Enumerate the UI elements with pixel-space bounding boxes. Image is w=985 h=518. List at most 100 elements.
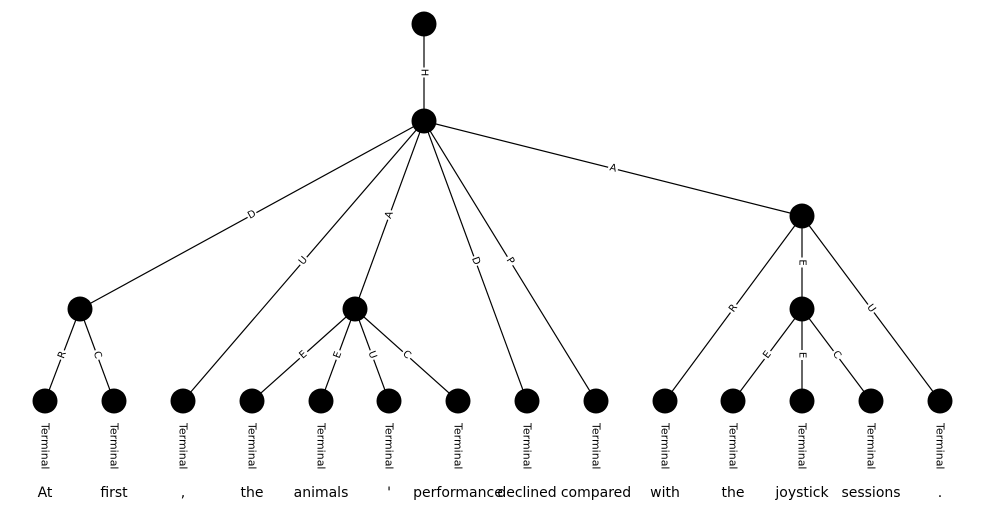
nodes-layer: [32, 11, 953, 414]
edge-label: C: [91, 350, 104, 360]
terminal-node: [583, 388, 609, 414]
terminal-type-label: Terminal: [246, 422, 259, 470]
edge-label-background: [796, 350, 808, 360]
edge-label-background: [89, 348, 105, 362]
edge-label-background: [418, 67, 430, 78]
terminal-word: sessions: [841, 485, 900, 501]
edge-label: C: [830, 349, 843, 361]
edge-label: E: [761, 349, 774, 361]
edge-label-group: D: [468, 254, 483, 268]
terminal-node: [514, 388, 540, 414]
edge-label-group: D: [244, 207, 260, 223]
terminal-word: performance: [413, 485, 503, 501]
terminal-node: [101, 388, 127, 414]
edge-label-group: E: [759, 347, 776, 363]
terminal-node: [927, 388, 953, 414]
edge-label-background: [725, 300, 742, 317]
edge-label: A: [383, 210, 396, 220]
edge-label-group: E: [796, 257, 808, 268]
edge-label: R: [727, 302, 740, 314]
terminal-node: [32, 388, 58, 414]
terminal-word: first: [100, 485, 128, 501]
terminal-type-label: Terminal: [383, 422, 396, 470]
terminal-node: [858, 388, 884, 414]
edge-label-group: C: [828, 347, 845, 363]
tree-node-n5: [789, 296, 815, 322]
terminal-type-label: Terminal: [39, 422, 52, 470]
edge-label-group: R: [55, 348, 70, 362]
edge-label-background: [244, 207, 260, 223]
terminal-type-label: Terminal: [315, 422, 328, 470]
terminal-type-label: Terminal: [659, 422, 672, 470]
terminal-word: ': [387, 485, 391, 501]
edge-label: U: [366, 350, 379, 361]
terminal-node: [720, 388, 746, 414]
edge-label-group: H: [418, 67, 430, 78]
edge-label-group: C: [89, 348, 105, 362]
edge-label-background: [796, 257, 808, 268]
terminal-word: with: [650, 485, 680, 501]
edge-label-group: P: [502, 253, 518, 269]
edge-label-background: [759, 347, 776, 363]
edge-label-group: R: [725, 300, 742, 317]
edge-label-group: E: [295, 347, 312, 363]
terminal-type-label: Terminal: [521, 422, 534, 470]
terminal-type-label: Terminal: [934, 422, 947, 470]
terminal-type-label: Terminal: [727, 422, 740, 470]
terminal-type-label: Terminal: [865, 422, 878, 470]
edge-label-background: [295, 253, 312, 269]
terminal-type-label: Terminal: [452, 422, 465, 470]
edge-label-group: E: [330, 348, 346, 362]
terminal-word: joystick: [774, 485, 829, 501]
edge-label: E: [332, 350, 345, 360]
edge-label-background: [364, 348, 380, 362]
edge-label-group: A: [606, 161, 620, 176]
edge-label: P: [504, 256, 517, 267]
terminal-word: declined: [497, 485, 556, 501]
terminal-word: the: [722, 485, 745, 501]
edge-label-group: E: [796, 350, 808, 360]
terminal-node: [789, 388, 815, 414]
terminal-node: [376, 388, 402, 414]
edge-label: H: [419, 69, 430, 77]
edge-label-background: [382, 208, 397, 222]
tree-node-n2: [67, 296, 93, 322]
edge-label-background: [55, 348, 70, 362]
edge-label: E: [797, 259, 808, 265]
edge-label: E: [797, 352, 808, 358]
tree-node-n0: [411, 11, 437, 37]
edge-label-background: [863, 300, 879, 317]
terminal-word: ,: [181, 485, 185, 501]
terminal-type-label: Terminal: [177, 422, 190, 470]
terminal-word: compared: [561, 485, 631, 501]
edge-label: R: [56, 350, 69, 360]
edge-label-background: [828, 347, 845, 363]
terminal-node: [239, 388, 265, 414]
edge-label-background: [468, 254, 483, 268]
edge-label-background: [606, 161, 620, 176]
tree-node-n3: [342, 296, 368, 322]
edge-label-group: U: [364, 348, 380, 362]
terminal-word: animals: [294, 485, 349, 501]
edge-label: D: [469, 255, 482, 266]
edge-label-group: A: [382, 208, 397, 222]
terminal-word: .: [938, 485, 942, 501]
edge-label-group: C: [398, 347, 415, 363]
terminal-node: [170, 388, 196, 414]
terminal-word: At: [38, 485, 53, 501]
edge-label-background: [295, 347, 312, 363]
tree-node-n4: [789, 203, 815, 229]
edge-label-group: U: [295, 253, 312, 269]
edge-label: A: [608, 162, 617, 174]
terminal-node: [445, 388, 471, 414]
edge-label-background: [502, 253, 518, 269]
terminal-word: the: [241, 485, 264, 501]
terminal-type-label: Terminal: [108, 422, 121, 470]
terminal-node: [652, 388, 678, 414]
terminal-type-label: Terminal: [590, 422, 603, 470]
tree-node-n1: [411, 108, 437, 134]
edge-label-background: [398, 347, 415, 363]
edge-label-group: U: [863, 300, 879, 317]
